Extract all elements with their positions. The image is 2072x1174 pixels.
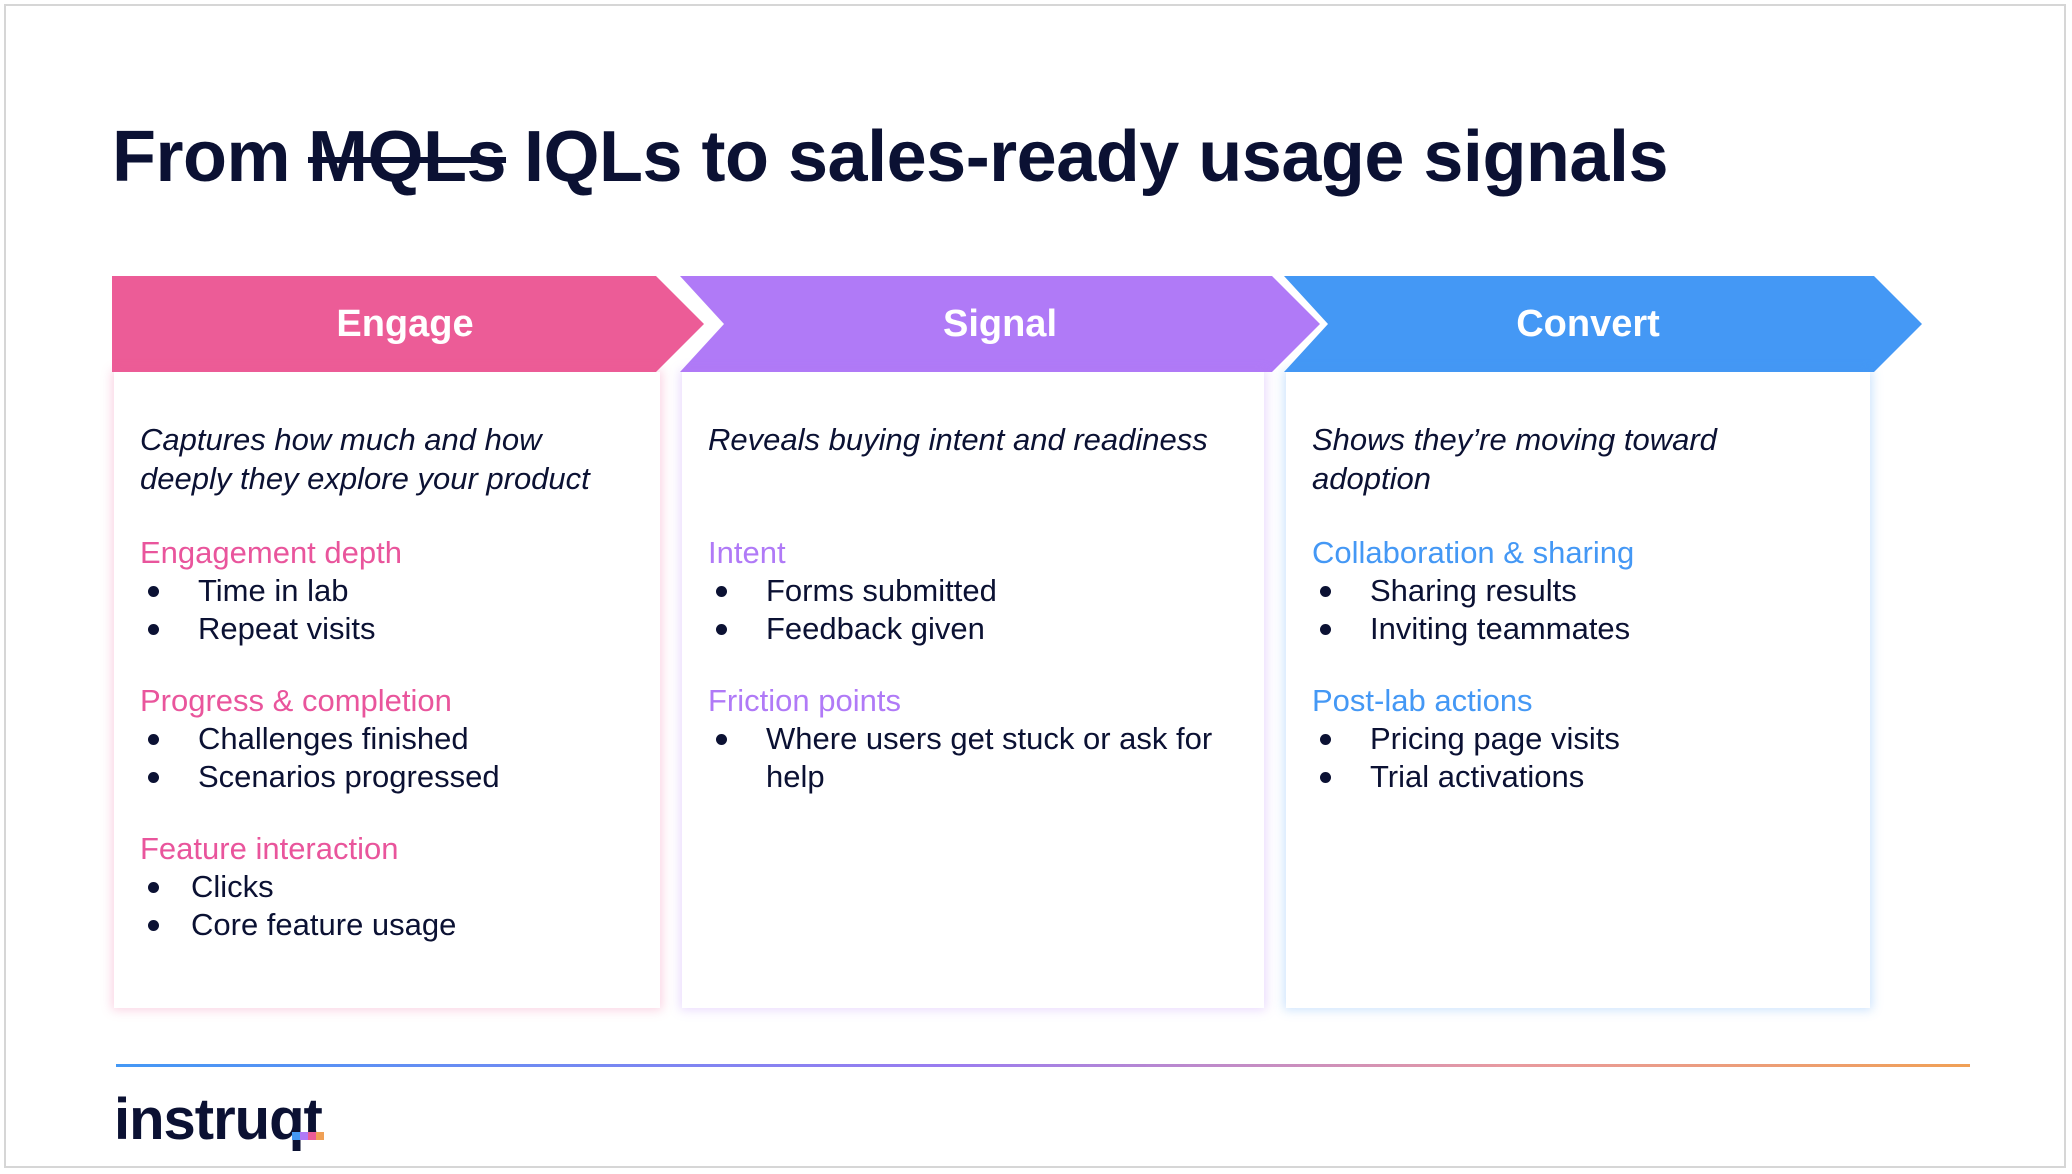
list-item: Sharing results	[1312, 572, 1844, 610]
list-item: Trial activations	[1312, 758, 1844, 796]
title-rest: IQLs to sales-ready usage signals	[524, 117, 1668, 197]
bullet-icon	[148, 624, 159, 635]
item-text: Feedback given	[766, 611, 985, 646]
stage-card-engage: Captures how much and how deeply they ex…	[114, 372, 660, 1008]
bullet-icon	[148, 882, 159, 893]
arrow-shape-icon	[112, 276, 704, 372]
item-text: Where users get stuck or ask for help	[766, 721, 1213, 794]
stage-description: Captures how much and how deeply they ex…	[140, 422, 590, 496]
bullet-icon	[148, 734, 159, 745]
bullet-icon	[1320, 772, 1331, 783]
title-prefix: From	[112, 117, 291, 197]
item-text: Repeat visits	[198, 611, 376, 646]
bullet-icon	[1320, 586, 1331, 597]
list-item: Feedback given	[708, 610, 1238, 648]
stage-arrow-engage: Engage	[112, 276, 712, 372]
list-item: Forms submitted	[708, 572, 1238, 610]
group-title: Intent	[708, 535, 786, 570]
title-struck-word: MQLs	[308, 117, 507, 197]
group-title: Collaboration & sharing	[1312, 535, 1635, 570]
stage-arrow-signal: Signal	[680, 276, 1320, 372]
list-item: Inviting teammates	[1312, 610, 1844, 648]
signal-group: Intent Forms submitted Feedback given	[708, 534, 1238, 648]
bullet-icon	[148, 586, 159, 597]
bullet-icon	[716, 624, 727, 635]
item-text: Forms submitted	[766, 573, 997, 608]
item-text: Challenges finished	[198, 721, 469, 756]
item-text: Time in lab	[198, 573, 349, 608]
footer-divider	[116, 1064, 1970, 1067]
item-text: Sharing results	[1370, 573, 1577, 608]
item-text: Pricing page visits	[1370, 721, 1620, 756]
stage-card-signal: Reveals buying intent and readiness Inte…	[682, 372, 1264, 1008]
group-title: Engagement depth	[140, 535, 402, 570]
group-title: Friction points	[708, 683, 901, 718]
item-text: Core feature usage	[191, 907, 457, 942]
signal-group: Post-lab actions Pricing page visits Tri…	[1312, 682, 1844, 796]
group-title: Feature interaction	[140, 831, 399, 866]
item-text: Clicks	[191, 869, 274, 904]
stage-description: Reveals buying intent and readiness	[708, 422, 1208, 457]
item-text: Scenarios progressed	[198, 759, 500, 794]
signal-group: Collaboration & sharing Sharing results …	[1312, 534, 1844, 648]
stage-card-convert: Shows they’re moving toward adoption Col…	[1286, 372, 1870, 1008]
list-item: Clicks	[140, 868, 634, 906]
list-item: Challenges finished	[140, 720, 634, 758]
list-item: Repeat visits	[140, 610, 634, 648]
item-text: Trial activations	[1370, 759, 1585, 794]
group-title: Progress & completion	[140, 683, 452, 718]
signal-group: Progress & completion Challenges finishe…	[140, 682, 634, 796]
stage-label-signal: Signal	[942, 303, 1058, 345]
bullet-icon	[1320, 734, 1331, 745]
list-item: Pricing page visits	[1312, 720, 1844, 758]
bullet-icon	[716, 586, 727, 597]
bullet-icon	[148, 920, 159, 931]
signal-group: Feature interaction Clicks Core feature …	[140, 830, 634, 944]
arrow-shape-icon	[1284, 276, 1922, 372]
stage-label-engage: Engage	[336, 303, 474, 345]
signal-group: Friction points Where users get stuck or…	[708, 682, 1238, 796]
list-item: Core feature usage	[140, 906, 634, 944]
item-text: Inviting teammates	[1370, 611, 1631, 646]
group-title: Post-lab actions	[1312, 683, 1533, 718]
stage-arrow-convert: Convert	[1284, 276, 1924, 372]
logo-accent-icon	[292, 1132, 324, 1148]
bullet-icon	[1320, 624, 1331, 635]
list-item: Time in lab	[140, 572, 634, 610]
stage-label-convert: Convert	[1516, 303, 1660, 345]
list-item: Where users get stuck or ask for help	[708, 720, 1238, 796]
bullet-icon	[148, 772, 159, 783]
list-item: Scenarios progressed	[140, 758, 634, 796]
instruqt-logo: instruqt	[114, 1087, 323, 1152]
signal-group: Engagement depth Time in lab Repeat visi…	[140, 534, 634, 648]
arrow-shape-icon	[680, 276, 1320, 372]
bullet-icon	[716, 734, 727, 745]
stage-description: Shows they’re moving toward adoption	[1312, 422, 1717, 496]
